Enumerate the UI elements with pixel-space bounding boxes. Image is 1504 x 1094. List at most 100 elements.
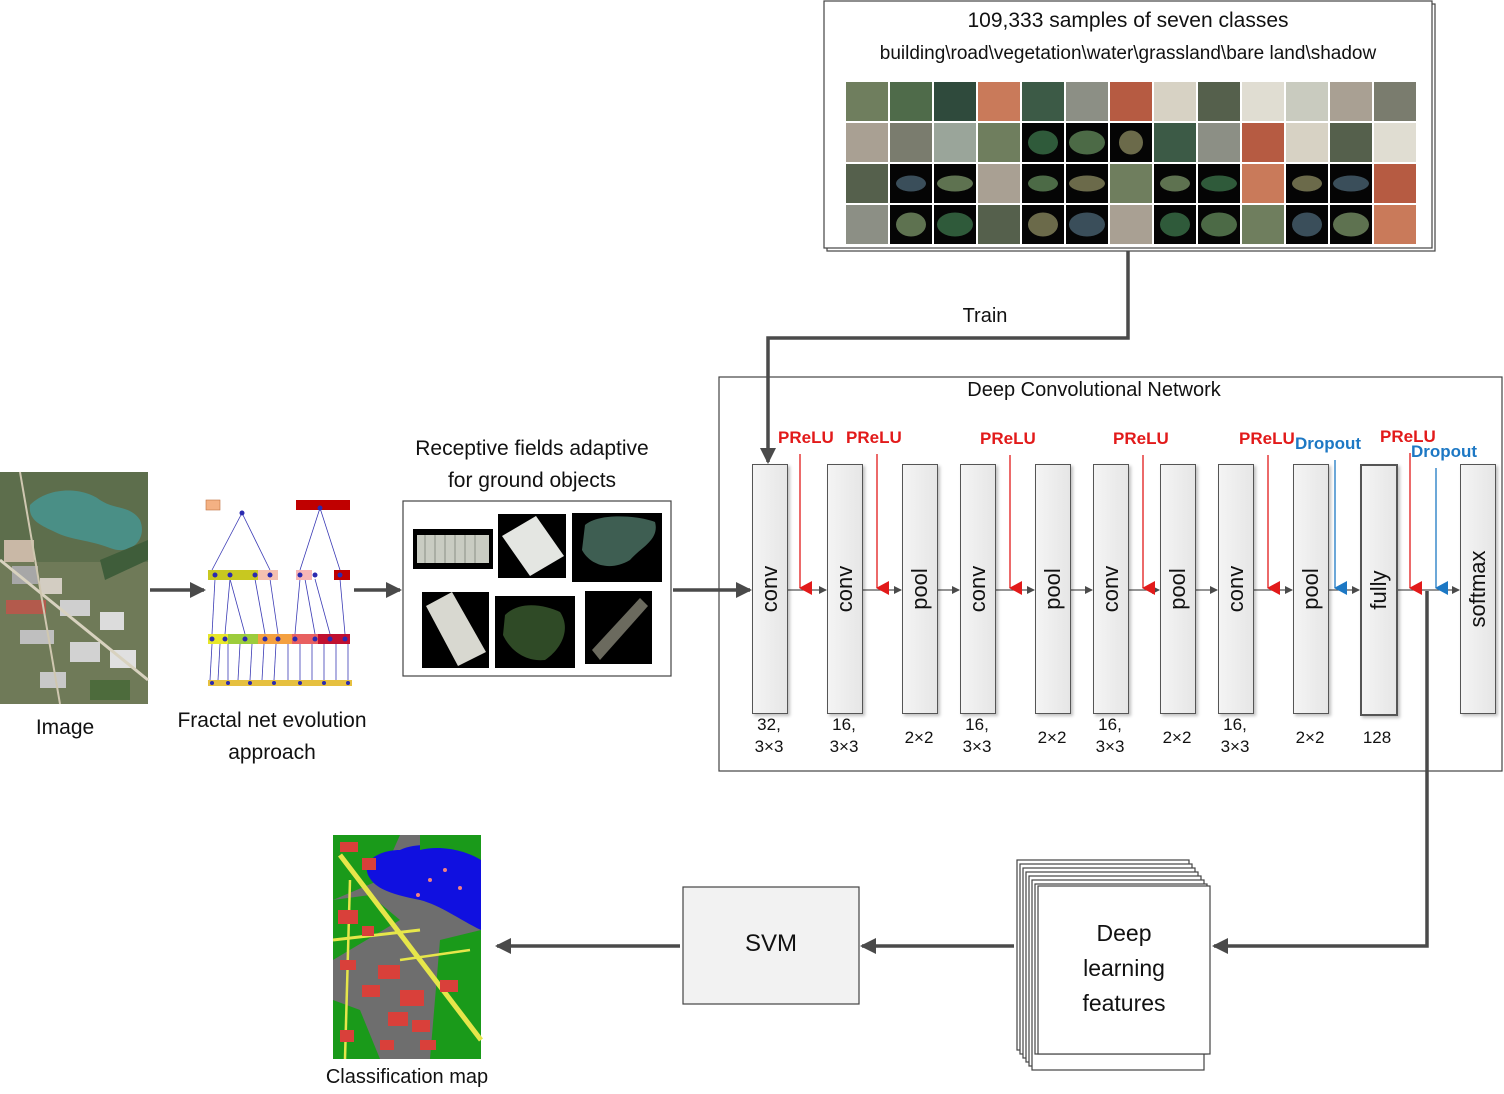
- network-box: [718, 376, 1503, 772]
- sample-thumbnail: [1198, 82, 1240, 121]
- layer-conv-6: conv: [1093, 464, 1129, 714]
- layer-param-line: 16,: [965, 715, 989, 734]
- layer-name: conv: [1098, 565, 1123, 613]
- sample-object: [1201, 212, 1237, 237]
- prelu-label-5: PReLU: [1239, 429, 1295, 448]
- layer-param-5: 2×2: [1012, 727, 1092, 749]
- layer-pool-9: pool: [1293, 464, 1329, 714]
- layer-pool-5: pool: [1035, 464, 1071, 714]
- layer-softmax-11: softmax: [1460, 464, 1496, 714]
- sample-thumbnail: [1110, 164, 1152, 203]
- sample-object: [937, 175, 973, 192]
- layer-param-line: 2×2: [904, 728, 934, 747]
- layer-param-line: 2×2: [1037, 728, 1067, 747]
- features-label: Deep learning features: [1038, 916, 1210, 1021]
- sample-object: [896, 212, 926, 237]
- sample-object: [1160, 212, 1190, 237]
- layer-param-2: 16,3×3: [804, 714, 884, 758]
- samples-box: [823, 0, 1436, 252]
- sample-object: [1119, 130, 1143, 155]
- samples-classes: building\road\vegetation\water\grassland…: [879, 43, 1377, 64]
- layer-param-6: 16,3×3: [1070, 714, 1150, 758]
- sample-thumbnail: [978, 123, 1020, 162]
- sample-thumbnail: [978, 205, 1020, 244]
- sample-thumbnail: [1330, 82, 1372, 121]
- sample-thumbnail: [1374, 82, 1416, 121]
- fnea-label-line-1: Fractal net evolution: [177, 709, 367, 732]
- sample-thumbnail: [1286, 82, 1328, 121]
- svm-label: SVM: [744, 930, 797, 957]
- layer-name: pool: [1040, 568, 1065, 610]
- prelu-label-7: PReLU: [1380, 427, 1436, 446]
- sample-object: [1028, 212, 1058, 237]
- layer-name: pool: [1165, 568, 1190, 610]
- sample-thumbnail: [1374, 123, 1416, 162]
- layer-name: conv: [965, 565, 990, 613]
- sample-thumbnail: [846, 205, 888, 244]
- train-label: Train: [962, 305, 1008, 327]
- sample-thumbnail: [846, 123, 888, 162]
- sample-thumbnail: [978, 82, 1020, 121]
- fnea-label: Fractal net evolution approach: [150, 705, 394, 769]
- layer-param-7: 2×2: [1137, 727, 1217, 749]
- sample-object: [896, 175, 926, 192]
- layer-param-line: 16,: [832, 715, 856, 734]
- sample-thumbnail: [934, 82, 976, 121]
- input-image: [0, 471, 149, 705]
- fnea-nodes: [205, 499, 352, 686]
- sample-object: [1292, 212, 1322, 237]
- sample-object: [1028, 175, 1058, 192]
- sample-thumbnail: [1110, 205, 1152, 244]
- layer-conv-4: conv: [960, 464, 996, 714]
- layer-param-line: 3×3: [754, 737, 784, 756]
- layer-param-line: 3×3: [1220, 737, 1250, 756]
- layer-name: fully: [1366, 570, 1391, 610]
- activation-arrows: [799, 453, 1448, 595]
- layer-param-9: 2×2: [1270, 727, 1350, 749]
- sample-object: [1292, 175, 1322, 192]
- sample-thumbnail: [934, 123, 976, 162]
- sample-thumbnail: [1242, 164, 1284, 203]
- sample-thumbnail: [1374, 205, 1416, 244]
- sample-thumbnail: [1198, 123, 1240, 162]
- layer-conv-8: conv: [1218, 464, 1254, 714]
- sample-thumbnail: [1330, 123, 1372, 162]
- sample-object: [1028, 130, 1058, 155]
- sample-object: [937, 212, 973, 237]
- sample-thumbnails: [846, 82, 1416, 244]
- sample-thumbnail: [1066, 82, 1108, 121]
- features-label-line-2: learning: [1083, 955, 1165, 981]
- flow-arrows: [150, 251, 1429, 954]
- sample-thumbnail: [1374, 164, 1416, 203]
- sample-thumbnail: [890, 123, 932, 162]
- layer-name: conv: [832, 565, 857, 613]
- layer-param-line: 16,: [1223, 715, 1247, 734]
- sample-thumbnail: [1110, 82, 1152, 121]
- layer-name: pool: [1298, 568, 1323, 610]
- sample-thumbnail: [846, 164, 888, 203]
- image-label: Image: [35, 716, 95, 739]
- receptive-fields-label: Receptive fields adaptive for ground obj…: [380, 433, 684, 497]
- layer-param-line: 3×3: [1095, 737, 1125, 756]
- layer-param-line: 3×3: [829, 737, 859, 756]
- sample-thumbnail: [978, 164, 1020, 203]
- network-title: Deep Convolutional Network: [967, 379, 1221, 401]
- svm-box: [682, 886, 860, 1005]
- sample-thumbnail: [1242, 82, 1284, 121]
- layer-conv-2: conv: [827, 464, 863, 714]
- layer-param-line: 3×3: [962, 737, 992, 756]
- prelu-label-2: PReLU: [846, 428, 902, 447]
- sample-thumbnail: [1154, 82, 1196, 121]
- layer-param-4: 16,3×3: [937, 714, 1017, 758]
- layer-conv-1: conv: [752, 464, 788, 714]
- dropout-label-6: Dropout: [1295, 434, 1362, 453]
- prelu-label-3: PReLU: [980, 429, 1036, 448]
- layer-param-8: 16,3×3: [1195, 714, 1275, 758]
- features-stack: [1016, 859, 1211, 1071]
- sample-object: [1069, 212, 1105, 237]
- classification-map: [332, 835, 483, 1060]
- sample-object: [1069, 175, 1105, 192]
- layer-param-10: 128: [1337, 727, 1417, 749]
